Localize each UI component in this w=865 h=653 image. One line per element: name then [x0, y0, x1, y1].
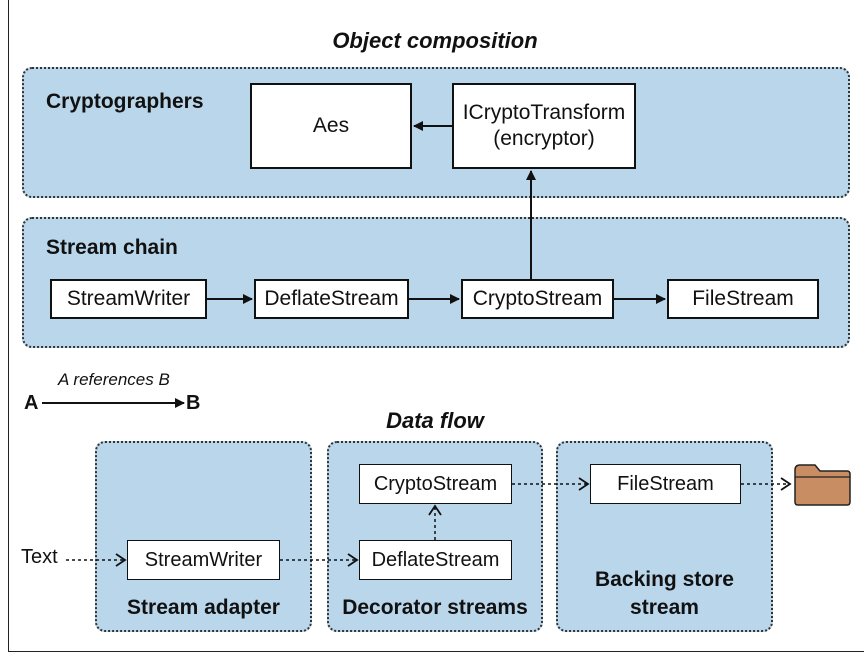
data-flow-title: Data flow [386, 408, 484, 433]
chain-deflatestream-box: DeflateStream [254, 279, 409, 319]
crypto-transform-sublabel: (encryptor) [493, 127, 595, 150]
chain-filestream-label: FileStream [692, 286, 794, 310]
decorator-streams-label: Decorator streams [342, 596, 528, 619]
flow-filestream-label: FileStream [617, 472, 714, 495]
cryptographers-panel [22, 67, 850, 198]
chain-streamwriter-label: StreamWriter [66, 286, 191, 310]
backing-store-label-line1: Backing store [595, 568, 734, 591]
text-input-label: Text [21, 546, 58, 568]
chain-filestream-box: FileStream [667, 279, 819, 319]
flow-cryptostream-box: CryptoStream [359, 464, 512, 504]
legend-a: A [24, 392, 39, 414]
chain-cryptostream-box: CryptoStream [461, 279, 614, 319]
legend-caption: A references B [58, 370, 170, 389]
flow-streamwriter-label: StreamWriter [144, 548, 263, 571]
stream-adapter-label: Stream adapter [127, 596, 280, 619]
backing-store-label-line2: stream [630, 596, 699, 619]
stream-adapter-panel [95, 441, 312, 632]
flow-deflatestream-box: DeflateStream [359, 540, 512, 580]
diagram-frame [8, 0, 864, 652]
chain-deflatestream-label: DeflateStream [264, 286, 399, 310]
backing-store-label: Backing store stream [556, 566, 773, 622]
aes-box: Aes [250, 83, 412, 169]
folder-icon [794, 464, 851, 506]
stream-chain-label: Stream chain [46, 236, 178, 259]
crypto-transform-label: ICryptoTransform [462, 100, 626, 124]
object-composition-title: Object composition [332, 28, 538, 53]
flow-streamwriter-box: StreamWriter [127, 540, 280, 580]
legend-b: B [186, 392, 201, 414]
flow-filestream-box: FileStream [590, 464, 741, 504]
flow-deflatestream-label: DeflateStream [371, 548, 500, 571]
crypto-transform-box: ICryptoTransform (encryptor) [452, 83, 636, 169]
chain-streamwriter-box: StreamWriter [50, 279, 207, 319]
aes-label: Aes [312, 113, 350, 137]
flow-cryptostream-label: CryptoStream [373, 472, 498, 495]
cryptographers-label: Cryptographers [46, 90, 204, 113]
chain-cryptostream-label: CryptoStream [472, 286, 603, 310]
